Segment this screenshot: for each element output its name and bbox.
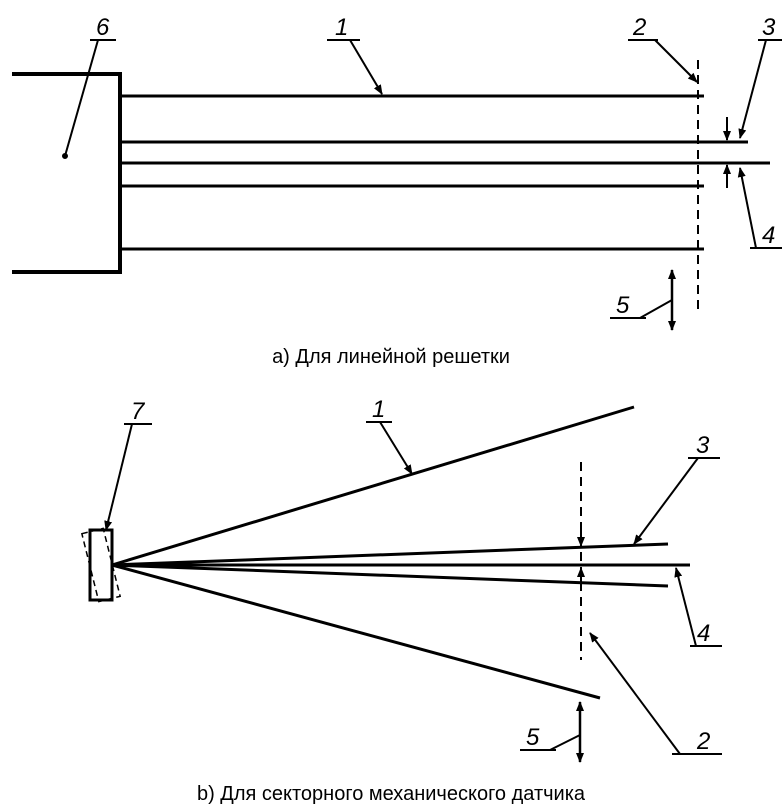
figure-a	[12, 39, 782, 331]
label-5a: 5	[616, 292, 630, 319]
transducer-housing	[12, 72, 122, 274]
transducer-element-tilted	[80, 527, 122, 603]
label-1b: 1	[372, 396, 385, 423]
leader-3a	[738, 39, 767, 139]
caption-a: a) Для линейной решетки	[272, 346, 510, 368]
leader-2a	[654, 39, 698, 83]
label-7: 7	[131, 398, 146, 425]
sector-edge-upper	[111, 405, 635, 567]
figure-b-labels: 1 3 4 2 5 7 b) Для секторного механическ…	[131, 396, 710, 805]
leader-4a	[737, 167, 757, 249]
label-2a: 2	[632, 14, 646, 41]
label-5b: 5	[526, 724, 540, 751]
leader-2b	[589, 632, 681, 755]
sector-edge-lower	[111, 563, 601, 700]
sector-beam-upper	[111, 542, 669, 567]
transducer-element	[88, 528, 114, 602]
leader-5b	[549, 734, 581, 751]
caption-b: b) Для секторного механического датчика	[197, 783, 586, 805]
leader-6	[64, 39, 99, 157]
leader-4b	[674, 567, 697, 647]
leader-3b	[633, 457, 699, 545]
label-1a: 1	[335, 14, 348, 41]
sector-beam-lower	[111, 563, 669, 588]
leader-5a	[639, 299, 673, 319]
leader-6-dot	[62, 153, 68, 159]
label-3b: 3	[696, 432, 710, 459]
leader-1a	[349, 39, 383, 95]
leader-1b	[379, 421, 413, 475]
label-6: 6	[96, 14, 110, 41]
label-2b: 2	[696, 728, 710, 755]
label-3a: 3	[762, 14, 776, 41]
leader-7	[104, 423, 133, 531]
figure-a-labels: 1 2 3 4 5 6 a) Для линейной решетки	[96, 14, 776, 368]
figure-b	[80, 405, 722, 763]
label-4a: 4	[762, 222, 775, 249]
label-4b: 4	[697, 620, 710, 647]
